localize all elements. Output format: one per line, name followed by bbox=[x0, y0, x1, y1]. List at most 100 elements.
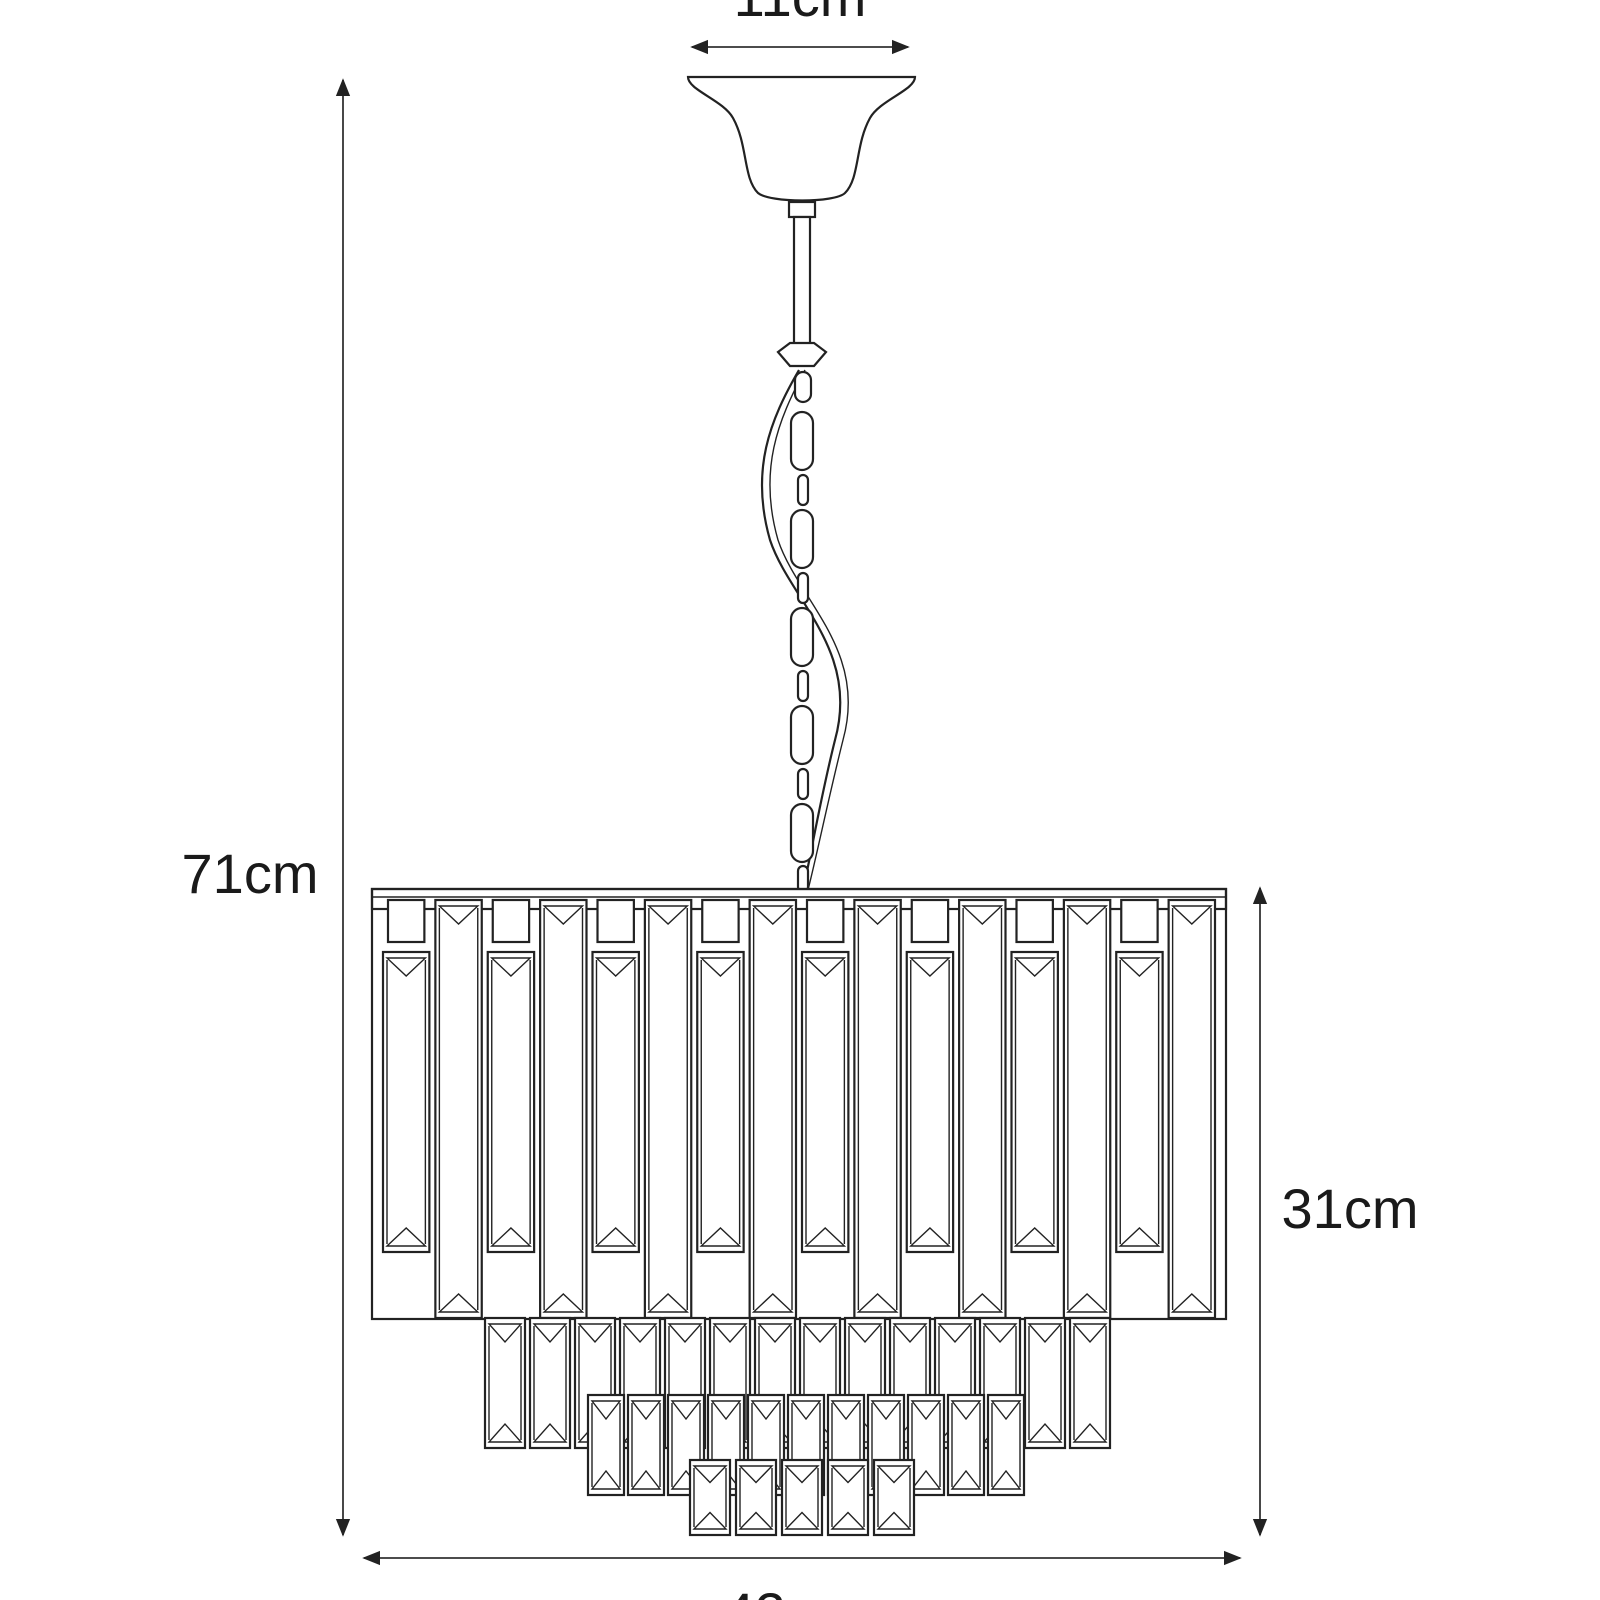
crystal-facet bbox=[670, 1400, 702, 1421]
crystal-prism bbox=[986, 1393, 1026, 1497]
crystal-prism bbox=[1167, 898, 1217, 1320]
crystal-prism bbox=[905, 950, 955, 1254]
crystal-facet bbox=[1072, 1422, 1108, 1443]
crystal-prism bbox=[688, 1458, 732, 1537]
crystal-prism bbox=[434, 898, 483, 1320]
crystal-facet bbox=[532, 1422, 568, 1443]
crystal-facet bbox=[751, 1293, 794, 1313]
crystal-facet bbox=[750, 1400, 782, 1421]
crystal-prism bbox=[748, 898, 798, 1320]
crystal-facet bbox=[830, 1400, 862, 1421]
crystal-facet bbox=[532, 1323, 568, 1344]
crystal-facet bbox=[790, 1400, 822, 1421]
crystal-facet bbox=[856, 905, 899, 925]
crystal-facet bbox=[870, 1400, 902, 1421]
crystal-facet bbox=[908, 957, 951, 977]
crystal-prism bbox=[734, 1458, 778, 1537]
shade-width-label: 42cm bbox=[724, 1581, 861, 1600]
crystal-prism bbox=[626, 1393, 666, 1497]
crystal-facet bbox=[699, 957, 742, 977]
crystal-hook bbox=[701, 898, 740, 944]
crystal-facet bbox=[1027, 1323, 1063, 1344]
crystal-prism bbox=[696, 950, 745, 1254]
crystal-facet bbox=[1066, 905, 1109, 925]
crystal-hook bbox=[910, 898, 950, 944]
crystal-facet bbox=[1170, 1293, 1213, 1313]
crystal-facet bbox=[738, 1465, 774, 1484]
crystal-facet bbox=[542, 905, 585, 925]
crystal-prism bbox=[483, 1316, 527, 1450]
crystal-hook bbox=[491, 898, 531, 944]
down-rod bbox=[776, 200, 828, 368]
crystal-facet bbox=[751, 905, 794, 925]
crystal-facet bbox=[590, 1400, 622, 1421]
crystal-prism bbox=[826, 1458, 870, 1537]
crystal-facet bbox=[1118, 957, 1161, 977]
crystal-facet bbox=[1013, 957, 1056, 977]
crystal-prism bbox=[800, 950, 850, 1254]
crystal-shade bbox=[370, 887, 1228, 1537]
crystal-facet bbox=[1027, 1422, 1063, 1443]
crystal-facet bbox=[910, 1400, 942, 1421]
crystal-prism bbox=[528, 1316, 572, 1450]
crystal-prism bbox=[486, 950, 536, 1254]
dimension-lines bbox=[335, 39, 1268, 1566]
crystal-facet bbox=[385, 957, 428, 977]
crystal-prism bbox=[586, 1393, 626, 1497]
crystal-facet bbox=[990, 1469, 1022, 1490]
crystal-prism bbox=[539, 898, 588, 1320]
crystal-prism bbox=[1062, 898, 1112, 1320]
crystal-facet bbox=[950, 1400, 982, 1421]
crystal-facet bbox=[1013, 1227, 1056, 1247]
shade-height-label: 31cm bbox=[1282, 1177, 1419, 1240]
shade-tier-bottom bbox=[688, 1458, 916, 1537]
crystal-facet bbox=[437, 1293, 480, 1313]
crystal-hook bbox=[596, 898, 635, 944]
ceiling-canopy bbox=[686, 75, 917, 202]
crystal-facet bbox=[830, 1511, 866, 1530]
crystal-facet bbox=[489, 957, 532, 977]
crystal-facet bbox=[910, 1469, 942, 1490]
crystal-facet bbox=[856, 1293, 899, 1313]
crystal-facet bbox=[738, 1511, 774, 1530]
crystal-facet bbox=[577, 1323, 613, 1344]
crystal-hook bbox=[1120, 898, 1159, 944]
crystal-facet bbox=[489, 1227, 532, 1247]
crystal-facet bbox=[622, 1323, 658, 1344]
crystal-facet bbox=[590, 1469, 622, 1490]
crystal-facet bbox=[667, 1323, 703, 1344]
crystal-facet bbox=[950, 1469, 982, 1490]
crystal-facet bbox=[487, 1422, 523, 1443]
crystal-facet bbox=[437, 905, 480, 925]
crystal-prism bbox=[1115, 950, 1164, 1254]
crystal-facet bbox=[802, 1323, 838, 1344]
crystal-facet bbox=[630, 1400, 662, 1421]
crystal-facet bbox=[699, 1227, 742, 1247]
crystal-facet bbox=[1170, 905, 1213, 925]
crystal-facet bbox=[804, 957, 847, 977]
crystal-facet bbox=[712, 1323, 748, 1344]
crystal-facet bbox=[961, 905, 1004, 925]
crystal-prism bbox=[780, 1458, 824, 1537]
crystal-facet bbox=[804, 1227, 847, 1247]
crystal-facet bbox=[892, 1323, 928, 1344]
suspension-chain bbox=[760, 369, 849, 894]
crystal-facet bbox=[990, 1400, 1022, 1421]
crystal-prism bbox=[872, 1458, 916, 1537]
crystal-facet bbox=[1118, 1227, 1161, 1247]
crystal-prism bbox=[591, 950, 640, 1254]
total-height-label: 71cm bbox=[182, 842, 319, 905]
crystal-facet bbox=[757, 1323, 793, 1344]
crystal-prism bbox=[1010, 950, 1059, 1254]
crystal-prism bbox=[946, 1393, 986, 1497]
crystal-facet bbox=[847, 1323, 883, 1344]
crystal-facet bbox=[982, 1323, 1018, 1344]
crystal-facet bbox=[692, 1465, 728, 1484]
crystal-prism bbox=[1068, 1316, 1112, 1450]
shade-tier-top bbox=[370, 887, 1228, 1321]
crystal-facet bbox=[630, 1469, 662, 1490]
crystal-hook bbox=[1015, 898, 1054, 944]
crystal-prism bbox=[853, 898, 902, 1320]
crystal-prism bbox=[1023, 1316, 1067, 1450]
